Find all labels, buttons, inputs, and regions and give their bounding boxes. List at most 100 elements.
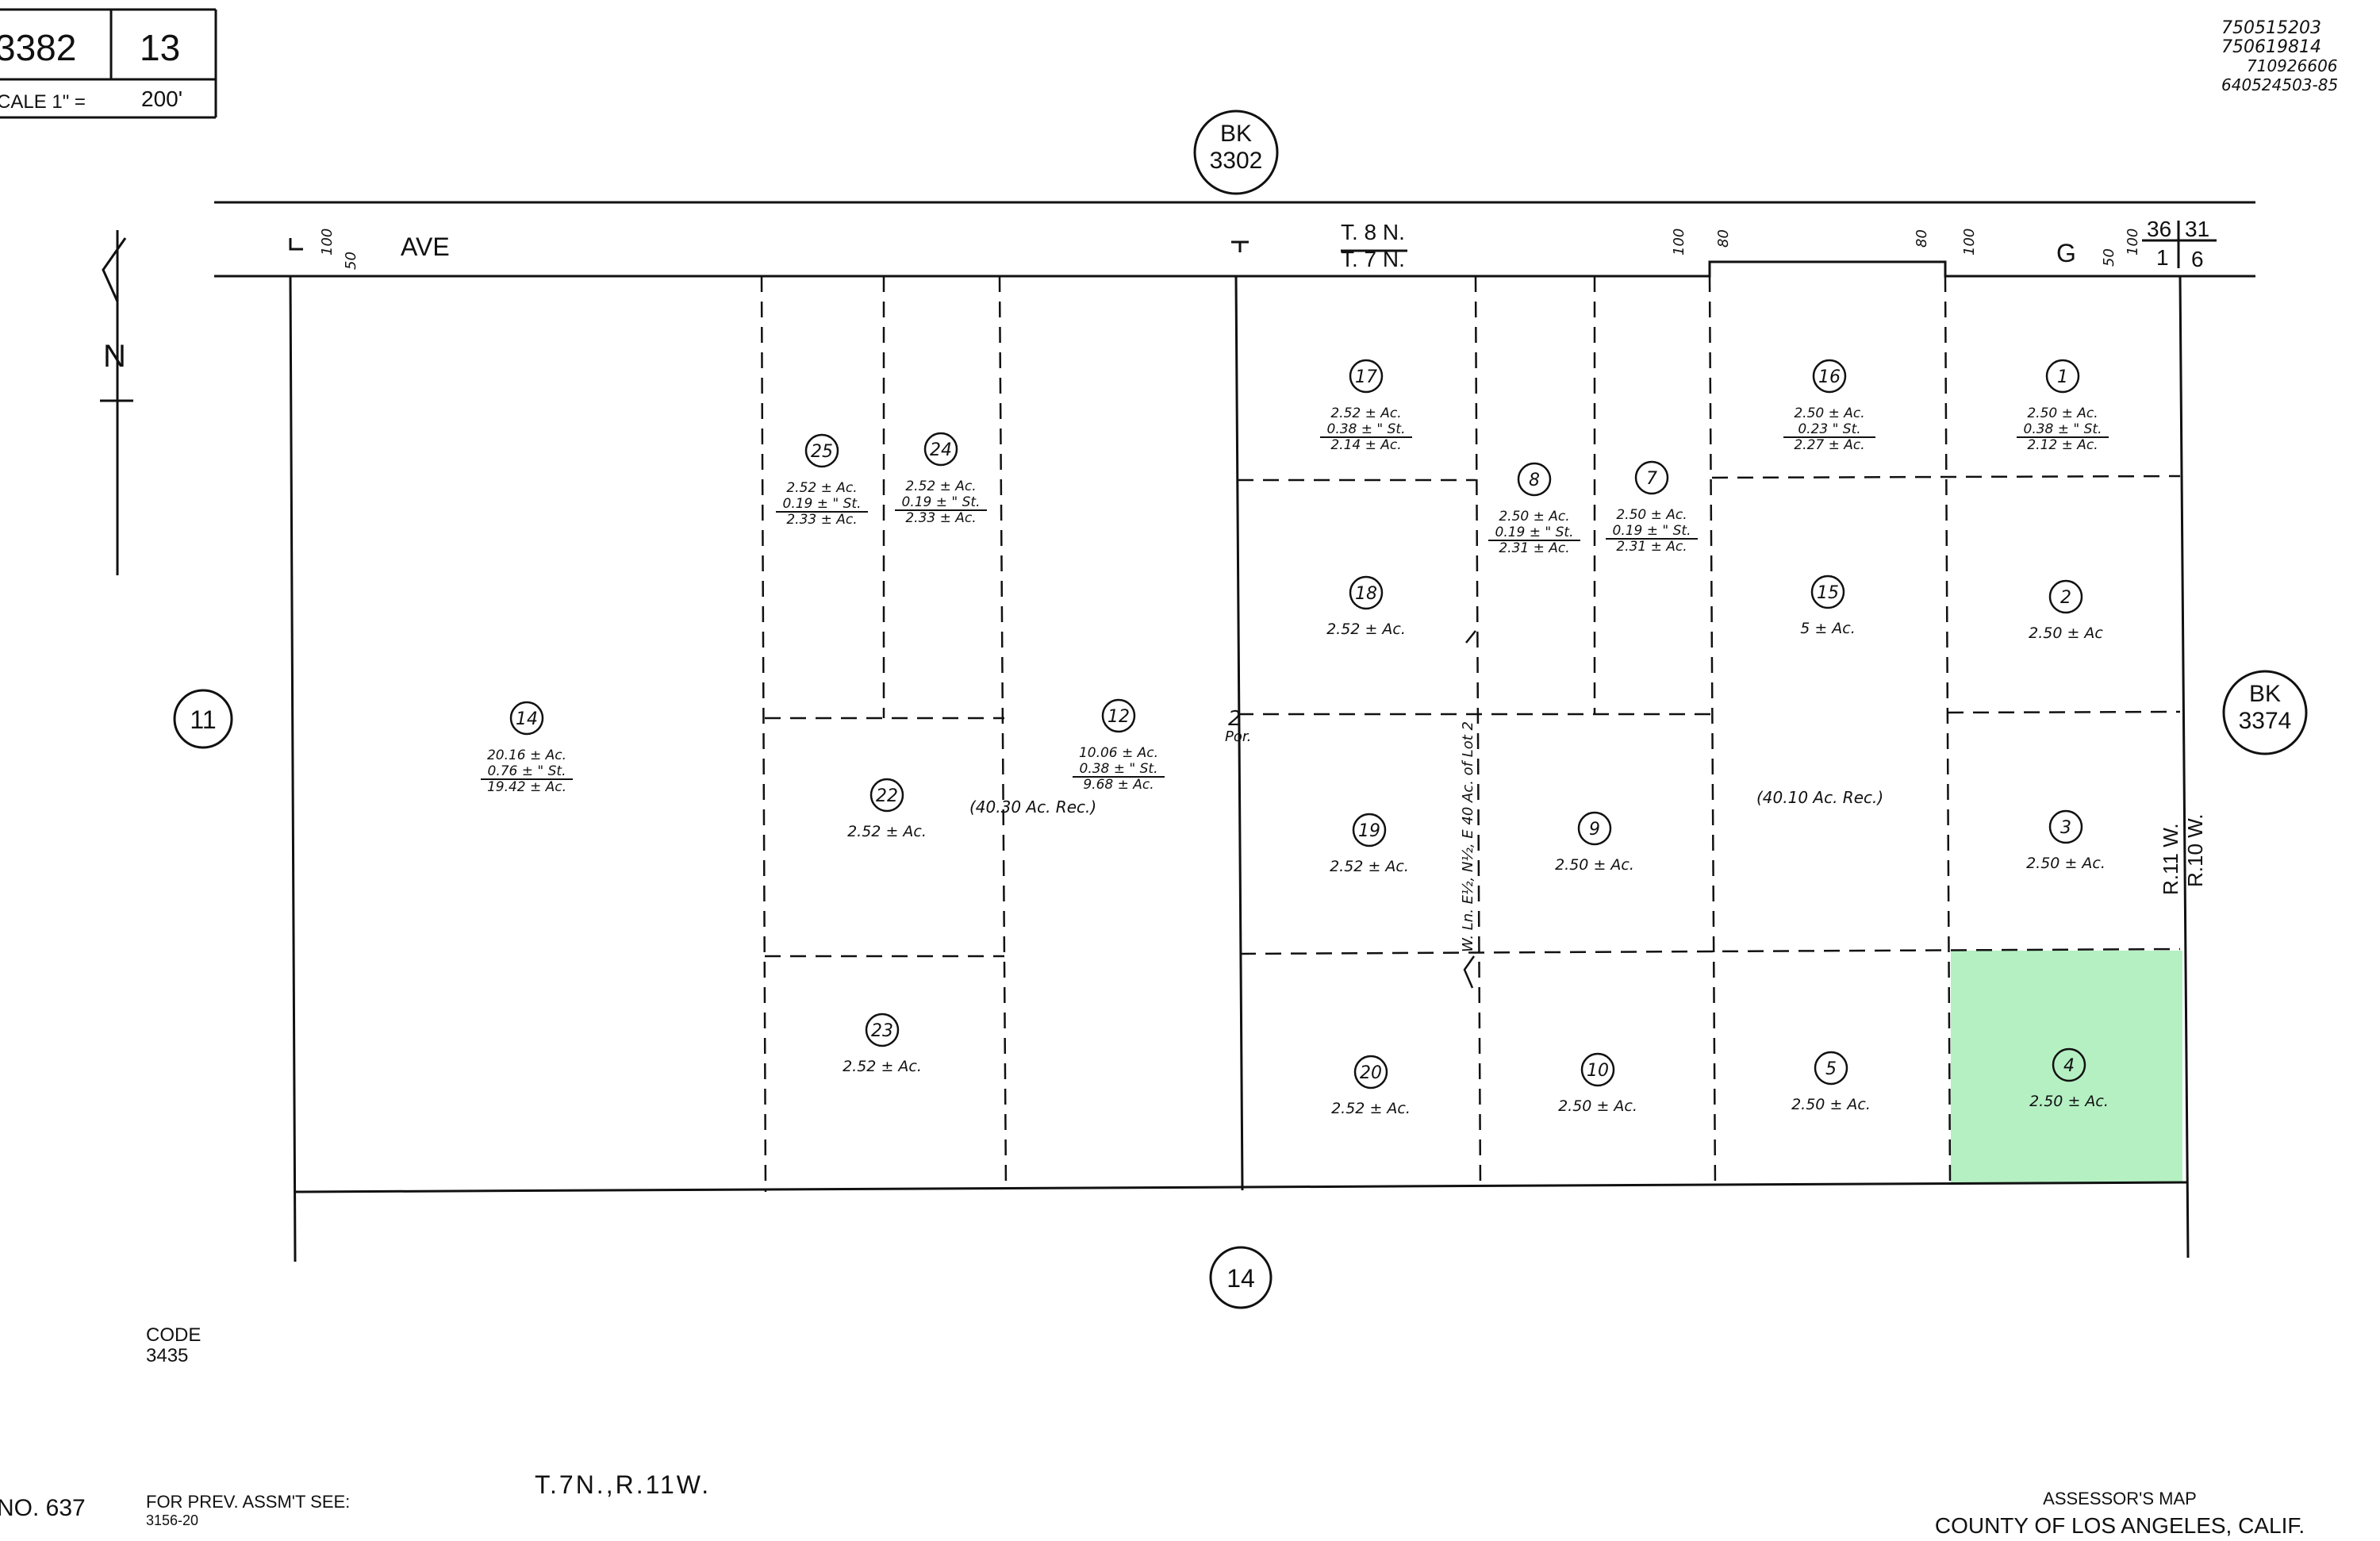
parcel-number-circle <box>1577 811 1612 846</box>
parcel-number-circle <box>509 701 544 736</box>
parcel-1[interactable]: 12.50 ± Ac.0.38 ± " St.2.12 ± Ac. <box>2017 359 2109 453</box>
code-value: 3435 <box>146 1345 188 1366</box>
parcel-acreage: 2.12 ± Ac. <box>2027 437 2098 453</box>
road-label-g: G <box>2056 239 2076 267</box>
parcel-7[interactable]: 72.50 ± Ac.0.19 ± " St.2.31 ± Ac. <box>1606 460 1698 555</box>
parcel-acreage: 0.19 ± " St. <box>783 496 862 512</box>
parcel-22[interactable]: 222.52 ± Ac. <box>847 778 927 840</box>
parcel-number: 19 <box>1358 821 1380 841</box>
parcel-4[interactable]: 42.50 ± Ac. <box>2029 1047 2109 1110</box>
portion-number: 2 <box>1228 707 1242 731</box>
parcel-number-circle <box>1580 1052 1615 1087</box>
parcel-23[interactable]: 23 2.52 ± Ac. <box>843 1013 922 1075</box>
footer-township-range: T.7N.,R.11W. <box>535 1470 711 1499</box>
parcel-number: 22 <box>876 786 898 806</box>
parcel-number-circle <box>1814 1051 1848 1086</box>
parcel-number: 14 <box>516 709 538 729</box>
parcel-acreage: 0.38 ± " St. <box>1327 421 1406 437</box>
parcel-number-circle <box>1810 575 1845 609</box>
parcel-10[interactable]: 102.50 ± Ac. <box>1558 1052 1637 1115</box>
parcel-4-highlight[interactable] <box>1951 951 2182 1182</box>
parcel-acreage: 0.19 ± " St. <box>1613 523 1691 539</box>
assessor-map-title: ASSESSOR'S MAP <box>2043 1489 2197 1508</box>
parcel-20[interactable]: 20 2.52 ± Ac. <box>1331 1055 1411 1117</box>
parcel-2[interactable]: 22.50 ± Ac <box>2029 579 2103 642</box>
parcel-number-circle <box>1517 462 1552 497</box>
parcel-number: 20 <box>1360 1063 1382 1083</box>
parcel-acreage: 2.52 ± Ac. <box>843 1058 922 1075</box>
parcel-number-circle <box>804 433 839 468</box>
north-arrow-icon <box>100 230 133 575</box>
parcel-24[interactable]: 242.52 ± Ac.0.19 ± " St.2.33 ± Ac. <box>895 432 987 526</box>
parcel-acreage: 2.52 ± Ac. <box>1330 858 1409 875</box>
section-se: 6 <box>2191 247 2204 271</box>
parcel-acreage: 0.19 ± " St. <box>902 494 981 510</box>
prev-assessment-value: 3156-20 <box>146 1512 198 1528</box>
parcel-acreage: 2.50 ± Ac. <box>1555 856 1634 874</box>
parcel-acreage: 9.68 ± Ac. <box>1083 777 1154 793</box>
parcel-acreage: 2.50 ± Ac. <box>2027 405 2098 421</box>
parcel-17[interactable]: 17 2.52 ± Ac.0.38 ± " St.2.14 ± Ac. <box>1320 359 1412 453</box>
section-sw: 1 <box>2156 245 2169 270</box>
parcel-25[interactable]: 252.52 ± Ac.0.19 ± " St.2.33 ± Ac. <box>776 433 868 528</box>
parcel-19[interactable]: 19 2.52 ± Ac. <box>1330 813 1409 875</box>
parcel-number: 23 <box>871 1021 893 1041</box>
parcel-number-circle <box>1101 698 1136 733</box>
vertical-note: W. Ln. E½, N½, E 40 Ac. of Lot 2 <box>1460 721 1476 952</box>
section-ne: 31 <box>2185 217 2209 241</box>
parcel-number-circle <box>2048 809 2083 844</box>
parcel-acreage: 2.31 ± Ac. <box>1616 539 1687 555</box>
parcel-number: 3 <box>2060 818 2071 838</box>
parcel-acreage: 2.27 ± Ac. <box>1794 437 1864 453</box>
parcel-number: 16 <box>1818 367 1841 387</box>
road-label-ave: AVE <box>401 232 450 261</box>
parcel-18[interactable]: 182.52 ± Ac. <box>1326 575 1406 638</box>
parcel-acreage: 2.52 ± Ac. <box>1331 1100 1411 1117</box>
parcel-number: 15 <box>1817 583 1839 603</box>
road-dim: 100 <box>319 229 336 256</box>
parcel-15[interactable]: 15 5 ± Ac. <box>1800 575 1856 637</box>
parcel-8[interactable]: 82.50 ± Ac.0.19 ± " St.2.31 ± Ac. <box>1488 462 1580 556</box>
revision-code: 750619814 <box>2221 37 2321 57</box>
parcel-number-circle <box>1349 359 1384 394</box>
parcel-acreage: 2.50 ± Ac. <box>1794 405 1864 421</box>
por-bracket <box>1463 630 1476 989</box>
parcel-acreage: 10.06 ± Ac. <box>1079 745 1158 761</box>
parcel-acreage: 0.76 ± " St. <box>488 763 566 779</box>
parcel-5[interactable]: 52.50 ± Ac. <box>1791 1051 1871 1113</box>
parcel-acreage: 5 ± Ac. <box>1800 620 1856 637</box>
parcel-number: 17 <box>1355 367 1377 387</box>
parcel-acreage: 2.50 ± Ac. <box>2029 1093 2109 1110</box>
parcel-3[interactable]: 32.50 ± Ac. <box>2026 809 2106 872</box>
page-ref-west-number: 11 <box>190 705 216 734</box>
parcel-number-circle <box>1349 575 1384 610</box>
parcel-9[interactable]: 92.50 ± Ac. <box>1555 811 1634 874</box>
road-dim: 80 <box>1715 229 1732 248</box>
book-ref-east: BK 3374 <box>2222 670 2308 755</box>
north-letter: N <box>103 339 126 374</box>
book-ref-north-label: BK <box>1220 121 1252 147</box>
book-ref-east-number: 3374 <box>2239 708 2292 734</box>
parcel-acreage: 2.52 ± Ac. <box>1330 405 1401 421</box>
range-east: R.10 W. <box>2183 814 2207 887</box>
parcel-number: 10 <box>1587 1061 1609 1081</box>
parcel-number: 12 <box>1107 707 1130 727</box>
book-ref-north-number: 3302 <box>1210 148 1263 174</box>
parcel-number-circle <box>1812 359 1847 394</box>
parcel-acreage: 2.50 ± Ac. <box>1791 1096 1871 1113</box>
page-ref-south: 14 <box>1209 1246 1273 1309</box>
book-ref-east-label: BK <box>2249 681 2281 707</box>
parcel-acreage: 2.14 ± Ac. <box>1330 437 1401 453</box>
map-number: 3382 <box>0 27 76 68</box>
parcel-acreage: 2.50 ± Ac <box>2029 624 2103 642</box>
section-nw: 36 <box>2147 217 2171 241</box>
parcel-acreage: 2.50 ± Ac. <box>1499 509 1569 525</box>
book-ref-north: BK 3302 <box>1193 110 1279 195</box>
revision-code: 640524503-85 <box>2221 75 2338 94</box>
section-corner: 36 31 1 6 <box>2142 217 2217 271</box>
parcel-number: 25 <box>811 442 833 462</box>
parcel-16[interactable]: 162.50 ± Ac.0.23 " St.2.27 ± Ac. <box>1783 359 1875 453</box>
